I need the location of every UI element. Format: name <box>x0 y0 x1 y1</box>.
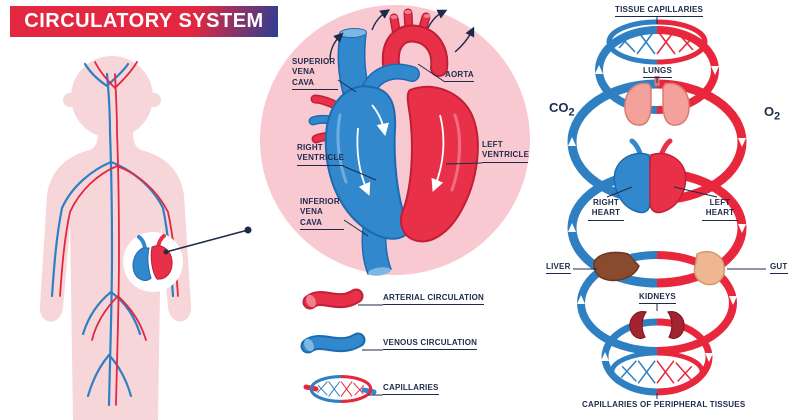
legend-label-arterial: ARTERIAL CIRCULATION <box>383 293 485 306</box>
label-liver: LIVER <box>546 262 571 275</box>
label-left-heart: LEFT HEART <box>702 198 738 221</box>
heart-highlight-red <box>450 113 462 192</box>
schematic-heart-organ <box>613 138 687 214</box>
label-left-ventricle: LEFT VENTRICLE <box>482 140 529 163</box>
kidneys-organ <box>629 311 685 339</box>
heart-label-connectors <box>337 63 483 237</box>
circulation-schematic <box>567 17 766 399</box>
callout-pin-dot-start <box>163 249 169 255</box>
loop-flow-arrows <box>568 65 746 362</box>
ivc-cap <box>368 267 391 276</box>
legend-connectors <box>358 304 383 396</box>
venous-vessel-swatch <box>300 332 366 354</box>
heart-detail-illustration <box>308 8 479 276</box>
blood-flow-arrows-white <box>356 104 445 196</box>
blood-flow-arrows-navy <box>329 9 475 61</box>
label-right-ventricle: RIGHT VENTRICLE <box>297 143 344 166</box>
callout-pin-dot-end <box>244 226 252 234</box>
legend-label-venous: VENOUS CIRCULATION <box>383 338 478 351</box>
callout-pin-line <box>165 229 249 253</box>
label-tissue-capillaries: TISSUE CAPILLARIES <box>615 5 704 18</box>
legend-label-capillaries: CAPILLARIES <box>383 383 439 396</box>
liver-organ <box>593 251 640 282</box>
label-o2: O2 <box>764 104 781 123</box>
capillaries-swatch <box>303 375 377 403</box>
gut-organ <box>693 250 725 286</box>
lungs-organ <box>624 76 690 126</box>
body-ear-left <box>63 93 77 107</box>
label-lungs: LUNGS <box>643 66 672 79</box>
body-head <box>71 56 153 138</box>
body-silhouette <box>39 130 192 420</box>
label-peripheral-capillaries: CAPILLARIES OF PERIPHERAL TISSUES <box>582 400 746 409</box>
circulation-label-connectors <box>573 17 766 399</box>
legend-illustration <box>300 288 383 403</box>
page-title: CIRCULATORY SYSTEM <box>24 10 264 32</box>
label-co2: CO2 <box>549 100 575 119</box>
human-body-illustration <box>39 56 252 420</box>
label-right-heart: RIGHT HEART <box>588 198 624 221</box>
label-aorta: AORTA <box>445 70 474 83</box>
heart-highlight-blue <box>336 113 348 184</box>
peripheral-capillary-mesh <box>612 353 702 391</box>
aorta-vessel <box>381 8 449 77</box>
arterial-vessel-swatch <box>302 288 364 310</box>
body-ear-right <box>147 93 161 107</box>
label-inferior-vena-cava: INFERIOR VENA CAVA <box>300 197 344 231</box>
label-kidneys: KIDNEYS <box>639 292 676 305</box>
label-superior-vena-cava: SUPERIOR VENA CAVA <box>292 57 338 91</box>
title-banner: CIRCULATORY SYSTEM <box>10 6 278 37</box>
label-gut: GUT <box>770 262 788 275</box>
